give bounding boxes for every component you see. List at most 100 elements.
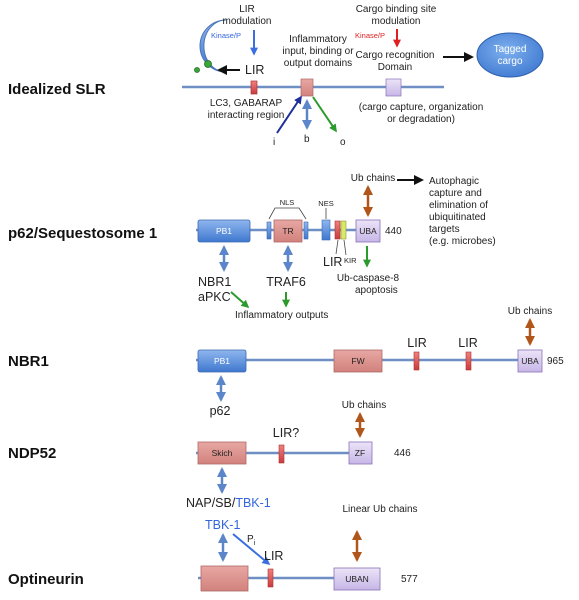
nbr1-pb1-label: PB1 bbox=[214, 356, 230, 366]
row-title-nbr1: NBR1 bbox=[8, 353, 49, 370]
p62-lir-box bbox=[334, 220, 341, 240]
p62-inflammatory-outputs-label: Inflammatory outputs bbox=[235, 310, 328, 321]
cargo-recognition-domain-box bbox=[385, 78, 402, 97]
optineurin-pi-sub: i bbox=[254, 540, 256, 547]
p62-lir-pointer bbox=[335, 239, 339, 255]
optineurin-uban-box bbox=[333, 567, 381, 591]
ndp52-group: Skich LIR? ZF 446 Ub chains NAP/SB/TBK-1 bbox=[186, 400, 411, 510]
p62-pb1-label: PB1 bbox=[216, 226, 232, 236]
tagged-cargo-ellipse bbox=[476, 32, 544, 78]
row-title-idealized-slr: Idealized SLR bbox=[8, 81, 106, 98]
kinase-p-left-label: Kinase/P bbox=[211, 31, 241, 40]
nbr1-fw-box bbox=[333, 349, 383, 373]
p62-apkc-output-arrow bbox=[230, 291, 250, 309]
nbr1-group: PB1 FW LIR LIR UBA 965 Ub chains p62 bbox=[196, 306, 564, 418]
cargo-recognition-label-1: Cargo recognition bbox=[356, 50, 435, 61]
p62-autophagic-label-3: elimination of bbox=[429, 200, 488, 211]
arrow-i-label: i bbox=[273, 137, 275, 148]
nbr1-lir1-box bbox=[413, 351, 420, 371]
lc3-region-label-1: LC3, GABARAP bbox=[210, 98, 283, 109]
lc3-pocket-dot-2 bbox=[194, 67, 200, 73]
optineurin-coil-box bbox=[200, 565, 249, 592]
ndp52-length-label: 446 bbox=[394, 448, 411, 459]
p62-nls-bracket bbox=[268, 207, 307, 220]
cargo-capture-label-1: (cargo capture, organization bbox=[359, 102, 484, 113]
arrow-o-label: o bbox=[340, 137, 346, 148]
optineurin-pi-text: P bbox=[247, 534, 254, 545]
p62-length-label: 440 bbox=[385, 226, 402, 237]
optineurin-tbk1-label: TBK-1 bbox=[205, 518, 240, 532]
ndp52-partners-text: NAP/SB/ bbox=[186, 496, 236, 510]
ndp52-zf-box bbox=[348, 441, 373, 465]
p62-autophagic-label-2: capture and bbox=[429, 188, 482, 199]
p62-caspase-label-1: Ub-caspase-8 bbox=[337, 273, 400, 284]
inflammatory-label-3: output domains bbox=[284, 58, 352, 69]
p62-autophagic-label-1: Autophagic bbox=[429, 176, 479, 187]
nbr1-length-label: 965 bbox=[547, 356, 564, 367]
lc3-pocket-dot bbox=[204, 60, 212, 68]
nbr1-p62-partner-label: p62 bbox=[210, 404, 231, 418]
p62-autophagic-label-5: targets bbox=[429, 224, 460, 235]
tagged-cargo-label-2: cargo bbox=[497, 56, 522, 67]
p62-tr-label: TR bbox=[282, 226, 293, 236]
ndp52-skich-box bbox=[197, 441, 247, 465]
p62-ub-chains-label: Ub chains bbox=[351, 173, 395, 184]
input-arrow bbox=[276, 95, 302, 134]
optineurin-pi-label: Pi bbox=[247, 534, 256, 547]
optineurin-group: TBK-1 Pi LIR UBAN 577 Linear Ub chains bbox=[198, 504, 418, 592]
row-title-optineurin: Optineurin bbox=[8, 571, 84, 588]
p62-autophagic-label-4: ubiquitinated bbox=[429, 212, 486, 223]
nbr1-lir2-box bbox=[465, 351, 472, 371]
p62-traf6-label: TRAF6 bbox=[266, 275, 306, 289]
row-title-ndp52: NDP52 bbox=[8, 445, 56, 462]
row-title-p62: p62/Sequestosome 1 bbox=[8, 225, 157, 242]
optineurin-uban-label: UBAN bbox=[345, 574, 369, 584]
lc3-crescent-shape bbox=[199, 19, 227, 73]
p62-kir-pointer bbox=[343, 239, 347, 256]
p62-group: PB1 TR UBA 440 NLS NES LIR KIR Ub chains… bbox=[196, 173, 496, 321]
p62-lir-label: LIR bbox=[323, 255, 342, 269]
p62-nbr1-partner-label: NBR1 bbox=[198, 275, 231, 289]
p62-tr-box bbox=[273, 219, 303, 243]
p62-uba-label: UBA bbox=[359, 226, 377, 236]
p62-kir-label: KIR bbox=[344, 256, 357, 265]
p62-pb1-box bbox=[197, 219, 251, 243]
nbr1-pb1-box bbox=[197, 349, 247, 373]
p62-apkc-partner-label: aPKC bbox=[198, 290, 231, 304]
output-arrow bbox=[312, 96, 337, 133]
nbr1-uba-label: UBA bbox=[521, 356, 539, 366]
nbr1-ub-chains-label: Ub chains bbox=[508, 306, 552, 317]
nbr1-fw-label: FW bbox=[351, 356, 364, 366]
p62-kir-box bbox=[340, 220, 347, 240]
inflammatory-label-1: Inflammatory bbox=[289, 34, 347, 45]
arrow-b-label: b bbox=[304, 134, 310, 145]
p62-uba-box bbox=[355, 219, 381, 243]
optineurin-lir-box bbox=[267, 568, 274, 588]
optineurin-lir-label: LIR bbox=[264, 549, 283, 563]
nbr1-lir1-label: LIR bbox=[407, 336, 426, 350]
ndp52-partners-label: NAP/SB/TBK-1 bbox=[186, 496, 271, 510]
p62-nls2-box bbox=[303, 221, 309, 240]
ndp52-ub-chains-label: Ub chains bbox=[342, 400, 386, 411]
ndp52-zf-label: ZF bbox=[355, 448, 365, 458]
p62-nes-label: NES bbox=[318, 199, 333, 208]
inflammatory-label-2: input, binding or bbox=[282, 46, 354, 57]
inflammatory-domain-box bbox=[300, 78, 314, 97]
p62-nes-box bbox=[321, 219, 331, 241]
lir-label: LIR bbox=[245, 63, 264, 77]
cargo-site-label-1: Cargo binding site bbox=[356, 4, 437, 15]
tagged-cargo-label-1: Tagged bbox=[494, 44, 527, 55]
lc3-region-label-2: interacting region bbox=[208, 110, 285, 121]
ndp52-skich-label: Skich bbox=[212, 448, 233, 458]
ndp52-tbk1-text: TBK-1 bbox=[235, 496, 270, 510]
lir-modulation-label-1: LIR bbox=[239, 4, 255, 15]
optineurin-phospho-arrow bbox=[232, 533, 271, 566]
cargo-recognition-label-2: Domain bbox=[378, 62, 412, 73]
p62-nls-label: NLS bbox=[280, 198, 295, 207]
idealized-slr-group: LIR modulation Kinase/P LIR Inflammatory… bbox=[182, 4, 544, 148]
p62-autophagic-label-6: (e.g. microbes) bbox=[429, 236, 496, 247]
cargo-capture-label-2: or degradation) bbox=[387, 114, 455, 125]
nbr1-uba-box bbox=[517, 349, 543, 373]
cargo-site-label-2: modulation bbox=[372, 16, 421, 27]
optineurin-linear-ub-label: Linear Ub chains bbox=[342, 504, 417, 515]
